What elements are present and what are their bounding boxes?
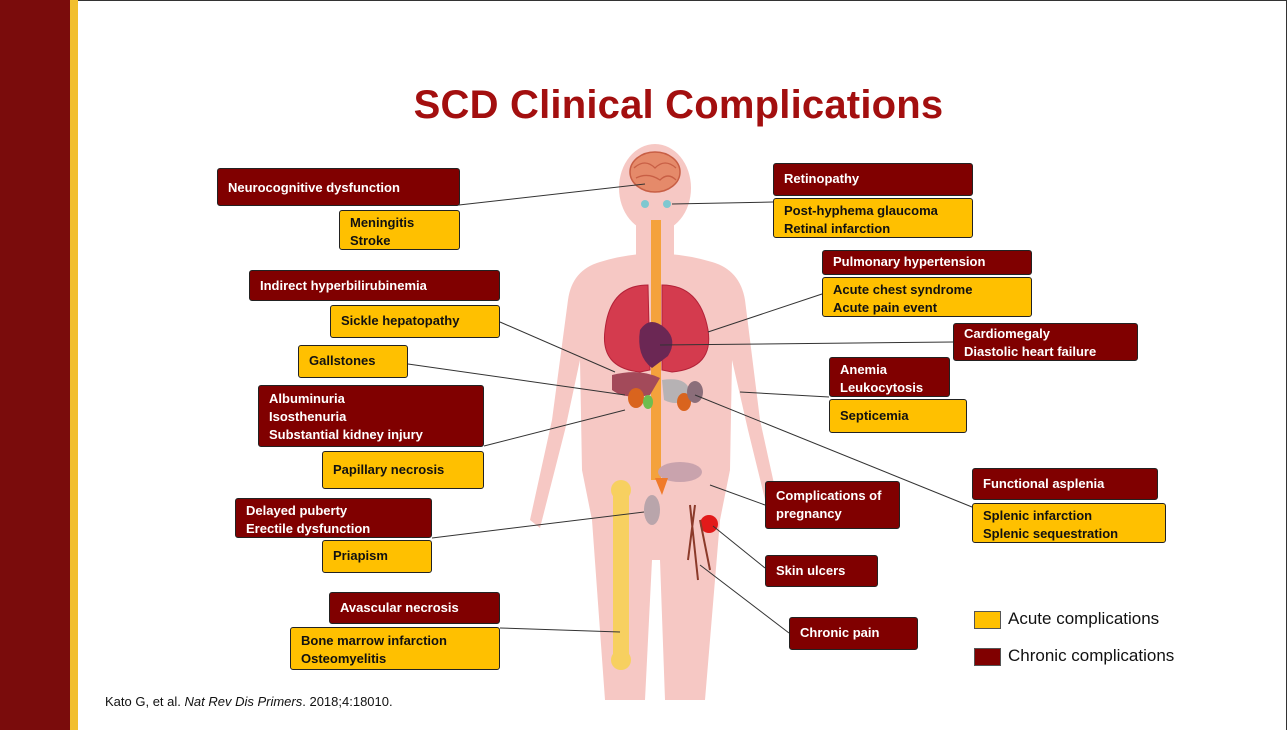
hip-joint xyxy=(644,495,660,525)
label-kidney-complications: Albuminuria Isosthenuria Substantial kid… xyxy=(258,385,484,447)
label-meningitis-stroke: Meningitis Stroke xyxy=(339,210,460,250)
legend-chronic-swatch xyxy=(974,648,1001,666)
label-chronic-pain: Chronic pain xyxy=(789,617,918,650)
brain xyxy=(630,152,680,192)
label-retinopathy: Retinopathy xyxy=(773,163,973,196)
left-kidney xyxy=(628,388,644,408)
legend-acute-label: Acute complications xyxy=(1008,609,1159,629)
label-skin-ulcers: Skin ulcers xyxy=(765,555,878,587)
gallbladder xyxy=(643,395,653,409)
label-septicemia: Septicemia xyxy=(829,399,967,433)
citation: Kato G, et al. Nat Rev Dis Primers. 2018… xyxy=(105,694,393,709)
right-eye xyxy=(663,200,671,208)
citation-authors: Kato G, et al. xyxy=(105,694,185,709)
label-indirect-hyperbilirubinemia: Indirect hyperbilirubinemia xyxy=(249,270,500,301)
label-gallstones: Gallstones xyxy=(298,345,408,378)
legend-chronic-label: Chronic complications xyxy=(1008,646,1174,666)
citation-journal: Nat Rev Dis Primers xyxy=(185,694,303,709)
label-anemia-leukocytosis: Anemia Leukocytosis xyxy=(829,357,950,397)
label-pulmonary-hypertension: Pulmonary hypertension xyxy=(822,250,1032,275)
citation-details: . 2018;4:18010. xyxy=(302,694,392,709)
label-bone-marrow-osteomyelitis: Bone marrow infarction Osteomyelitis xyxy=(290,627,500,670)
label-priapism: Priapism xyxy=(322,540,432,573)
spleen xyxy=(687,381,703,403)
label-acute-chest-pain: Acute chest syndrome Acute pain event xyxy=(822,277,1032,317)
label-functional-asplenia: Functional asplenia xyxy=(972,468,1158,500)
legend-acute-swatch xyxy=(974,611,1001,629)
label-papillary-necrosis: Papillary necrosis xyxy=(322,451,484,489)
left-eye xyxy=(641,200,649,208)
label-delayed-puberty-erectile: Delayed puberty Erectile dysfunction xyxy=(235,498,432,538)
label-sickle-hepatopathy: Sickle hepatopathy xyxy=(330,305,500,338)
label-avascular-necrosis: Avascular necrosis xyxy=(329,592,500,624)
label-splenic-complications: Splenic infarction Splenic sequestration xyxy=(972,503,1166,543)
label-glaucoma-retinal-infarction: Post-hyphema glaucoma Retinal infarction xyxy=(773,198,973,238)
label-complications-of-pregnancy: Complications of pregnancy xyxy=(765,481,900,529)
label-cardiomegaly-heart-failure: Cardiomegaly Diastolic heart failure xyxy=(953,323,1138,361)
label-neurocognitive-dysfunction: Neurocognitive dysfunction xyxy=(217,168,460,206)
